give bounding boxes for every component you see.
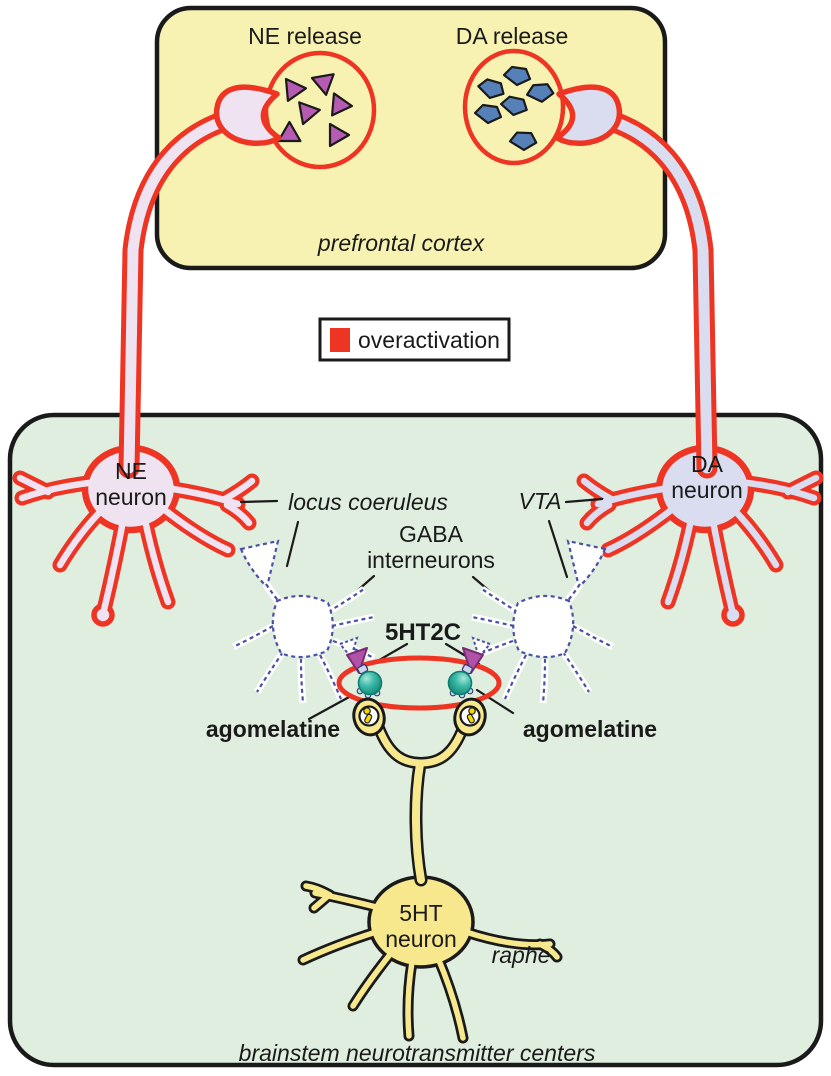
vta-to-da-line	[564, 497, 604, 504]
brainstem-box	[7, 412, 824, 1068]
overactivation-swatch-icon	[330, 328, 350, 352]
prefrontal-cortex-label: prefrontal cortex	[317, 230, 485, 256]
agomelatine-right-label: agomelatine	[522, 716, 658, 742]
vta-to-gaba-line	[547, 519, 569, 579]
serotonin-neuron-label-line2: neuron	[385, 926, 457, 952]
serotonin-neuron-shape	[297, 722, 563, 1044]
da-neuron-label-line1: DA	[691, 451, 723, 477]
da-release-label: DA release	[455, 23, 569, 49]
serotonin-neuron-label: 5HT neuron	[385, 900, 457, 952]
gaba-label-line2: interneurons	[367, 547, 495, 573]
locus-to-gaba-line	[285, 520, 300, 568]
raphe-label: raphe	[491, 942, 551, 968]
brainstem-label: brainstem neurotransmitter centers	[238, 1040, 596, 1066]
ne-to-locus-line	[239, 499, 279, 504]
gaba-label-line1: GABA	[399, 521, 463, 547]
agomelatine-left-label: agomelatine	[205, 716, 341, 742]
overactivation-ellipse	[336, 655, 502, 711]
ne-neuron-label: NE neuron	[95, 458, 167, 510]
ne-release-label: NE release	[248, 23, 362, 49]
ne-neuron-label-line2: neuron	[95, 484, 167, 510]
da-release-site	[462, 48, 566, 166]
agomelatine-right-line	[475, 688, 515, 715]
overactivation-legend	[318, 317, 511, 362]
receptor-5ht2c-label: 5HT2C	[384, 619, 462, 646]
serotonin-neuron-label-line1: 5HT	[399, 900, 443, 926]
overactivation-label: overactivation	[358, 327, 500, 353]
ne-neuron-label-line1: NE	[115, 458, 147, 484]
gaba-interneurons-label: GABA interneurons	[367, 521, 495, 573]
locus-coeruleus-label: locus coeruleus	[288, 489, 448, 515]
prefrontal-cortex-box	[154, 5, 668, 271]
agomelatine-left-line	[307, 694, 353, 721]
da-neuron-label-line2: neuron	[671, 477, 743, 503]
vta-label: VTA	[518, 488, 562, 514]
da-neuron-label: DA neuron	[671, 451, 743, 503]
